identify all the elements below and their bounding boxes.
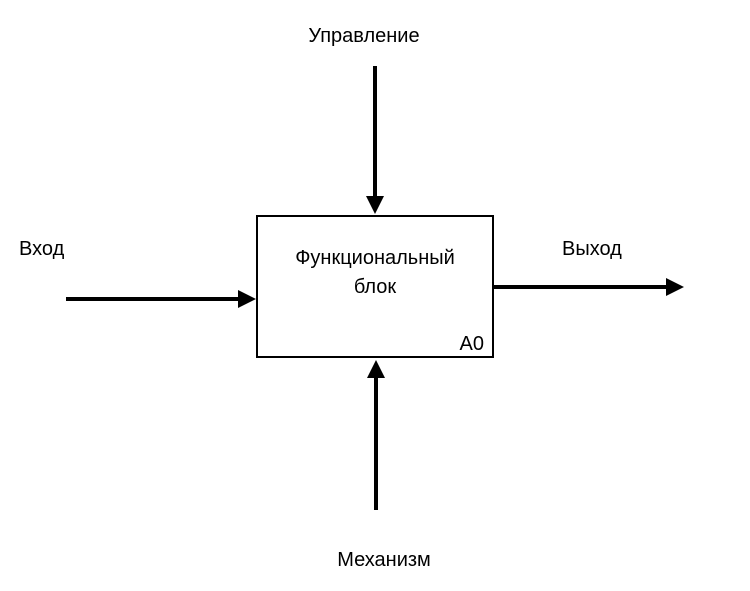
- output-arrowhead: [666, 278, 684, 296]
- mechanism-arrowhead: [367, 360, 385, 378]
- function-block-title-line2: блок: [354, 276, 397, 298]
- control-label: Управление: [308, 25, 419, 47]
- mechanism-label: Механизм: [337, 549, 431, 571]
- function-block-id: A0: [460, 333, 484, 355]
- input-label: Вход: [19, 238, 65, 260]
- output-label: Выход: [562, 238, 622, 260]
- function-block: [256, 215, 494, 358]
- input-arrowhead: [238, 290, 256, 308]
- function-block-title-line1: Функциональный: [295, 247, 455, 269]
- control-arrowhead: [366, 196, 384, 214]
